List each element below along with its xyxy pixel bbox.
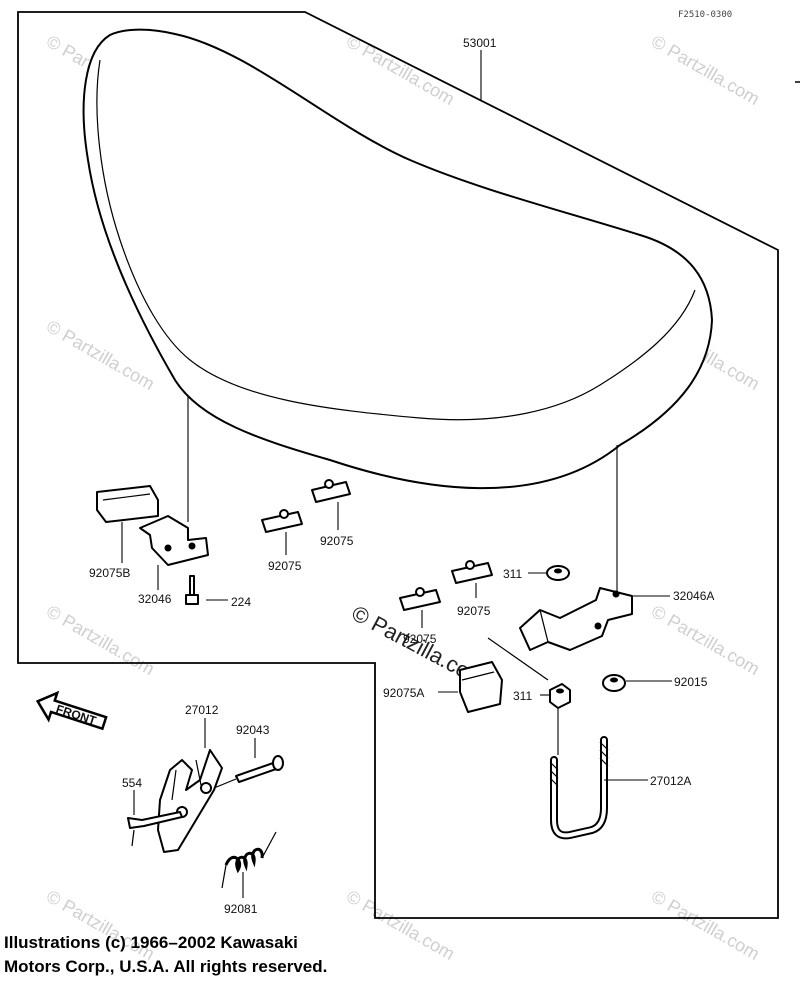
clip-pad-92075-2 (311, 479, 351, 503)
copyright-line-2: Motors Corp., U.S.A. All rights reserved… (4, 957, 328, 976)
latch-27012 (157, 749, 223, 853)
clip-pad-92075-1 (261, 509, 303, 533)
part-label-92075b: 92075B (89, 566, 130, 580)
part-label-92015: 92015 (674, 675, 708, 689)
seat (82, 28, 713, 490)
spring-92081 (221, 831, 277, 889)
watermark: © Partzilla.com (648, 886, 763, 964)
part-label-92075a: 92075A (383, 686, 424, 700)
seat-bracket-32046a (519, 587, 633, 651)
part-label-32046: 32046 (138, 592, 172, 606)
part-label-92075-2: 92075 (320, 534, 354, 548)
part-label-224: 224 (231, 595, 251, 609)
copyright-line-1: Illustrations (c) 1966–2002 Kawasaki (4, 933, 298, 952)
cotter-pin-554 (127, 811, 183, 847)
part-label-311-bottom: 311 (513, 689, 532, 703)
watermark: © Partzilla.com (648, 31, 763, 109)
part-label-92075-3: 92075 (403, 632, 437, 646)
bolt-224 (185, 575, 199, 605)
pin-92043 (213, 755, 284, 789)
part-label-92081: 92081 (224, 902, 258, 916)
part-label-92075-4: 92075 (457, 604, 491, 618)
nut-311-bottom (549, 683, 571, 709)
part-label-seat: 53001 (463, 36, 497, 50)
part-label-27012: 27012 (185, 703, 219, 717)
part-label-92075-1: 92075 (268, 559, 302, 573)
nut-92015 (602, 674, 626, 692)
seat-bracket-32046 (139, 515, 209, 566)
part-label-311-top: 311 (503, 567, 522, 581)
watermark: © Partzilla.com (343, 886, 458, 964)
nut-311-top (546, 565, 570, 581)
watermark: © Partzilla.com (43, 601, 158, 679)
rubber-cap-92075a (459, 661, 503, 713)
assembly-frame (17, 11, 779, 919)
front-label: FRONT (54, 702, 98, 728)
assembly-dashline (487, 637, 549, 681)
watermark: © Partzilla.com (43, 316, 158, 394)
clip-pad-92075-3 (399, 587, 441, 611)
reference-code: F2510-0300 (678, 10, 732, 20)
part-label-92043: 92043 (236, 723, 270, 737)
watermark: © Partzilla.com (648, 601, 763, 679)
u-bolt-27012a (549, 736, 609, 840)
clip-pad-92075-4 (451, 560, 493, 584)
part-label-32046a: 32046A (673, 589, 714, 603)
rubber-pad-92075b (96, 485, 159, 523)
front-arrow-icon: FRONT (35, 690, 108, 731)
part-label-554: 554 (122, 776, 142, 790)
watermark: © Partzilla.com (343, 31, 458, 109)
part-label-27012a: 27012A (650, 774, 691, 788)
